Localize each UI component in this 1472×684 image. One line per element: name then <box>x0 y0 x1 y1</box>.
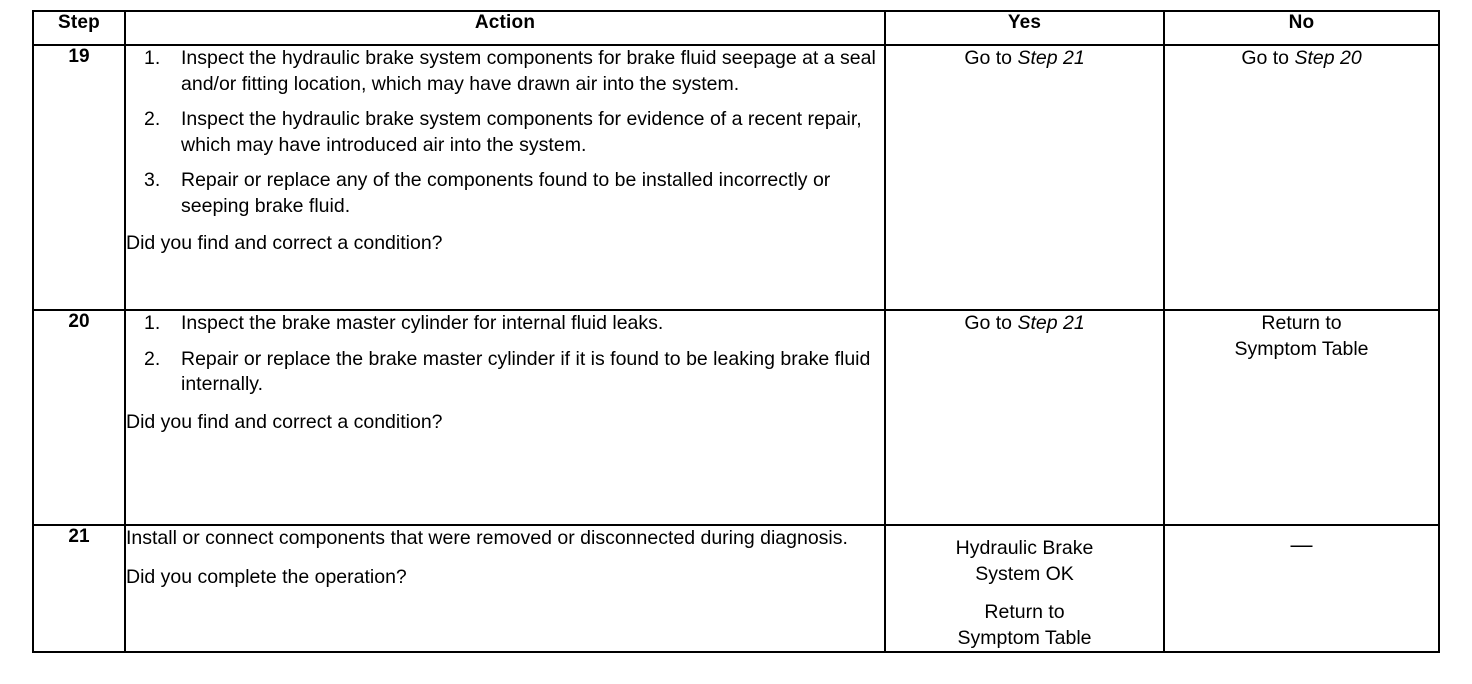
no-result-line-2: Symptom Table <box>1234 337 1369 360</box>
action-question: Did you complete the operation? <box>126 565 407 588</box>
list-item: 3. Repair or replace any of the componen… <box>126 168 884 219</box>
no-result-text: Go to Step 20 <box>1165 46 1438 80</box>
yes-result-text: Go to Step 21 <box>886 311 1163 345</box>
list-item: 2. Repair or replace the brake master cy… <box>126 347 884 398</box>
table-row: 19 1. Inspect the hydraulic brake system… <box>32 44 1440 311</box>
action-step-list: 1. Inspect the hydraulic brake system co… <box>126 46 884 219</box>
column-header-yes: Yes <box>884 10 1165 46</box>
list-item-number: 2. <box>144 347 161 370</box>
diagnostic-step-table: Step Action Yes No 19 1. Inspect the hyd… <box>32 10 1440 653</box>
action-question: Did you find and correct a condition? <box>126 410 443 433</box>
step-number-cell: 20 <box>32 309 126 526</box>
action-cell: Install or connect components that were … <box>124 524 886 653</box>
list-item-text: Inspect the hydraulic brake system compo… <box>181 108 862 156</box>
column-header-no: No <box>1163 10 1440 46</box>
action-question: Did you find and correct a condition? <box>126 232 443 254</box>
no-result-cell: — <box>1163 524 1440 653</box>
yes-result-cell: Hydraulic Brake System OK Return to Symp… <box>884 524 1165 653</box>
layout-spacer <box>894 587 1155 600</box>
yes-result-line-1: Hydraulic Brake <box>955 537 1094 559</box>
action-step-list: 1. Inspect the brake master cylinder for… <box>126 311 884 398</box>
action-cell: 1. Inspect the hydraulic brake system co… <box>124 44 886 311</box>
header-row: Step Action Yes No <box>32 10 1440 46</box>
no-result-line-1: Return to <box>1261 312 1342 334</box>
list-item-text: Inspect the hydraulic brake system compo… <box>181 47 876 95</box>
goto-label: Go to <box>964 312 1018 334</box>
goto-target: Step 20 <box>1294 47 1362 69</box>
yes-result-line-2: System OK <box>975 562 1074 585</box>
list-item-number: 3. <box>144 169 161 191</box>
list-item-text: Repair or replace any of the components … <box>181 169 831 217</box>
list-item-text: Repair or replace the brake master cylin… <box>181 347 871 396</box>
column-header-action: Action <box>124 10 886 46</box>
yes-result-cell: Go to Step 21 <box>884 44 1165 311</box>
yes-result-line-4: Symptom Table <box>957 626 1092 649</box>
yes-result-text: Hydraulic Brake System OK Return to Symp… <box>886 526 1163 651</box>
step-number-cell: 21 <box>32 524 126 653</box>
action-cell: 1. Inspect the brake master cylinder for… <box>124 309 886 526</box>
column-header-step: Step <box>32 10 126 46</box>
list-item-number: 1. <box>144 312 161 334</box>
no-result-cell: Return to Symptom Table <box>1163 309 1440 526</box>
list-item: 2. Inspect the hydraulic brake system co… <box>126 107 884 158</box>
no-result-text: Return to Symptom Table <box>1165 311 1438 370</box>
table-row: 20 1. Inspect the brake master cylinder … <box>32 309 1440 526</box>
table-header: Step Action Yes No <box>32 10 1440 46</box>
no-result-cell: Go to Step 20 <box>1163 44 1440 311</box>
list-item-text: Inspect the brake master cylinder for in… <box>181 312 664 334</box>
goto-label: Go to <box>1241 47 1295 69</box>
yes-result-text: Go to Step 21 <box>886 46 1163 80</box>
list-item: 1. Inspect the brake master cylinder for… <box>126 311 884 337</box>
step-number-cell: 19 <box>32 44 126 311</box>
no-result-dash: — <box>1290 532 1313 557</box>
goto-target: Step 21 <box>1017 312 1085 334</box>
table-body: 19 1. Inspect the hydraulic brake system… <box>32 44 1440 653</box>
list-item-number: 2. <box>144 108 161 130</box>
goto-label: Go to <box>964 47 1018 69</box>
table-row: 21 Install or connect components that we… <box>32 524 1440 653</box>
list-item: 1. Inspect the hydraulic brake system co… <box>126 46 884 97</box>
action-paragraph: Install or connect components that were … <box>126 527 848 549</box>
yes-result-line-3: Return to <box>984 601 1065 623</box>
list-item-number: 1. <box>144 47 161 69</box>
goto-target: Step 21 <box>1017 47 1085 69</box>
yes-result-cell: Go to Step 21 <box>884 309 1165 526</box>
